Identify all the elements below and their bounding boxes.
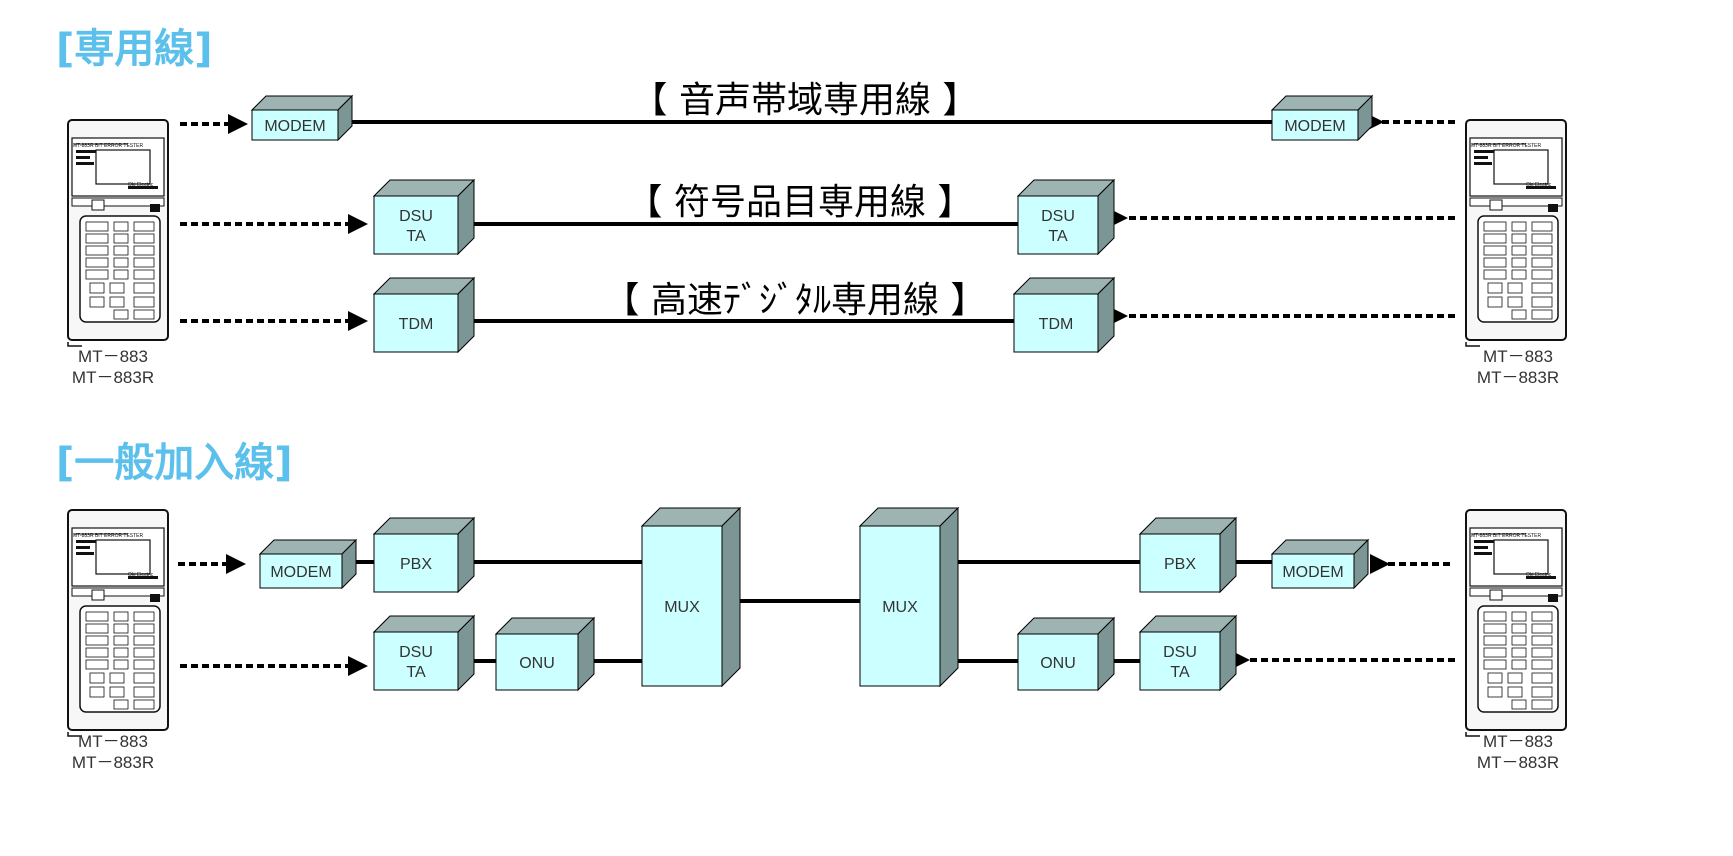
line-title-digital: 【 高速ﾃﾞｼﾞﾀﾙ専用線 】	[604, 280, 987, 321]
dsu-ta-box-top-left: DSU TA	[372, 178, 476, 256]
modem-box-top-left-label: MODEM	[264, 118, 325, 135]
dsu-ta-box-top-right: DSU TA	[1016, 178, 1116, 256]
modem-box-bottom-right-label: MODEM	[1282, 564, 1343, 581]
onu-box-left-label: ONU	[519, 655, 555, 672]
tester-device-top-left: MT-883R BIT ERROR TESTER Oki Electric	[67, 119, 169, 347]
pbx-box-right-label: PBX	[1164, 556, 1196, 573]
tester-label-bottom-right-1: MT－883	[1483, 732, 1553, 751]
modem-box-top-left: MODEM	[250, 94, 354, 142]
tester-brand: Oki Electric	[128, 182, 154, 188]
dsu-ta-box-bottom-right: DSU TA	[1138, 614, 1238, 692]
dsu-ta-box-top-right-label: TA	[1048, 228, 1068, 245]
dsu-ta-box-bottom-right-label: DSU	[1163, 644, 1197, 661]
tester-brand: Oki Electric	[128, 572, 154, 578]
section-title-subscriber: [一般加入線]	[56, 440, 293, 486]
tester-label-bottom-left-1: MT－883	[78, 732, 148, 751]
tester-label-bottom-right-2: MT－883R	[1477, 753, 1559, 772]
mux-box-left: MUX	[640, 506, 742, 688]
tester-brand: Oki Electric	[1526, 182, 1552, 188]
dsu-ta-box-top-right-label: DSU	[1041, 208, 1075, 225]
tester-label-top-right-2: MT－883R	[1477, 368, 1559, 387]
section-title-leased: [専用線]	[56, 26, 213, 72]
dsu-ta-box-bottom-left-label: DSU	[399, 644, 433, 661]
mux-box-right: MUX	[858, 506, 960, 688]
tdm-box-right-label: TDM	[1039, 316, 1074, 333]
tdm-box-right: TDM	[1012, 276, 1116, 354]
tester-screen-text: MT-883R BIT ERROR TESTER	[73, 143, 143, 149]
tester-label-top-left-2: MT－883R	[72, 368, 154, 387]
dsu-ta-box-bottom-right-label: TA	[1170, 664, 1190, 681]
modem-box-bottom-left: MODEM	[258, 538, 358, 590]
line-title-voice: 【 音声帯域専用線 】	[632, 80, 979, 121]
tester-label-bottom-left-2: MT－883R	[72, 753, 154, 772]
dsu-ta-box-bottom-left-label: TA	[406, 664, 426, 681]
dsu-ta-box-top-left-label: TA	[406, 228, 426, 245]
tester-device-bottom-left: MT-883R BIT ERROR TESTER Oki Electric	[67, 509, 169, 737]
line-title-code: 【 符号品目専用線 】	[627, 182, 974, 223]
onu-box-right: ONU	[1016, 616, 1116, 692]
pbx-box-left-label: PBX	[400, 556, 432, 573]
tester-screen-text: MT-883R BIT ERROR TESTER	[73, 533, 143, 539]
tester-device-bottom-right: MT-883R BIT ERROR TESTER Oki Electric	[1465, 509, 1567, 737]
dsu-ta-box-top-left-label: DSU	[399, 208, 433, 225]
tester-label-top-left-1: MT－883	[78, 347, 148, 366]
tdm-box-left-label: TDM	[399, 316, 434, 333]
modem-box-bottom-left-label: MODEM	[270, 564, 331, 581]
tester-brand: Oki Electric	[1526, 572, 1552, 578]
pbx-box-left: PBX	[372, 516, 476, 594]
tdm-box-left: TDM	[372, 276, 476, 354]
tester-screen-text: MT-883R BIT ERROR TESTER	[1471, 533, 1541, 539]
tester-label-top-right-1: MT－883	[1483, 347, 1553, 366]
modem-box-bottom-right: MODEM	[1270, 538, 1370, 590]
mux-box-left-label: MUX	[664, 599, 700, 616]
dsu-ta-box-bottom-left: DSU TA	[372, 614, 476, 692]
onu-box-right-label: ONU	[1040, 655, 1076, 672]
pbx-box-right: PBX	[1138, 516, 1238, 594]
modem-box-top-right-label: MODEM	[1284, 118, 1345, 135]
tester-screen-text: MT-883R BIT ERROR TESTER	[1471, 143, 1541, 149]
onu-box-left: ONU	[494, 616, 596, 692]
mux-box-right-label: MUX	[882, 599, 918, 616]
tester-device-top-right: MT-883R BIT ERROR TESTER Oki Electric	[1465, 119, 1567, 347]
modem-box-top-right: MODEM	[1270, 94, 1374, 142]
